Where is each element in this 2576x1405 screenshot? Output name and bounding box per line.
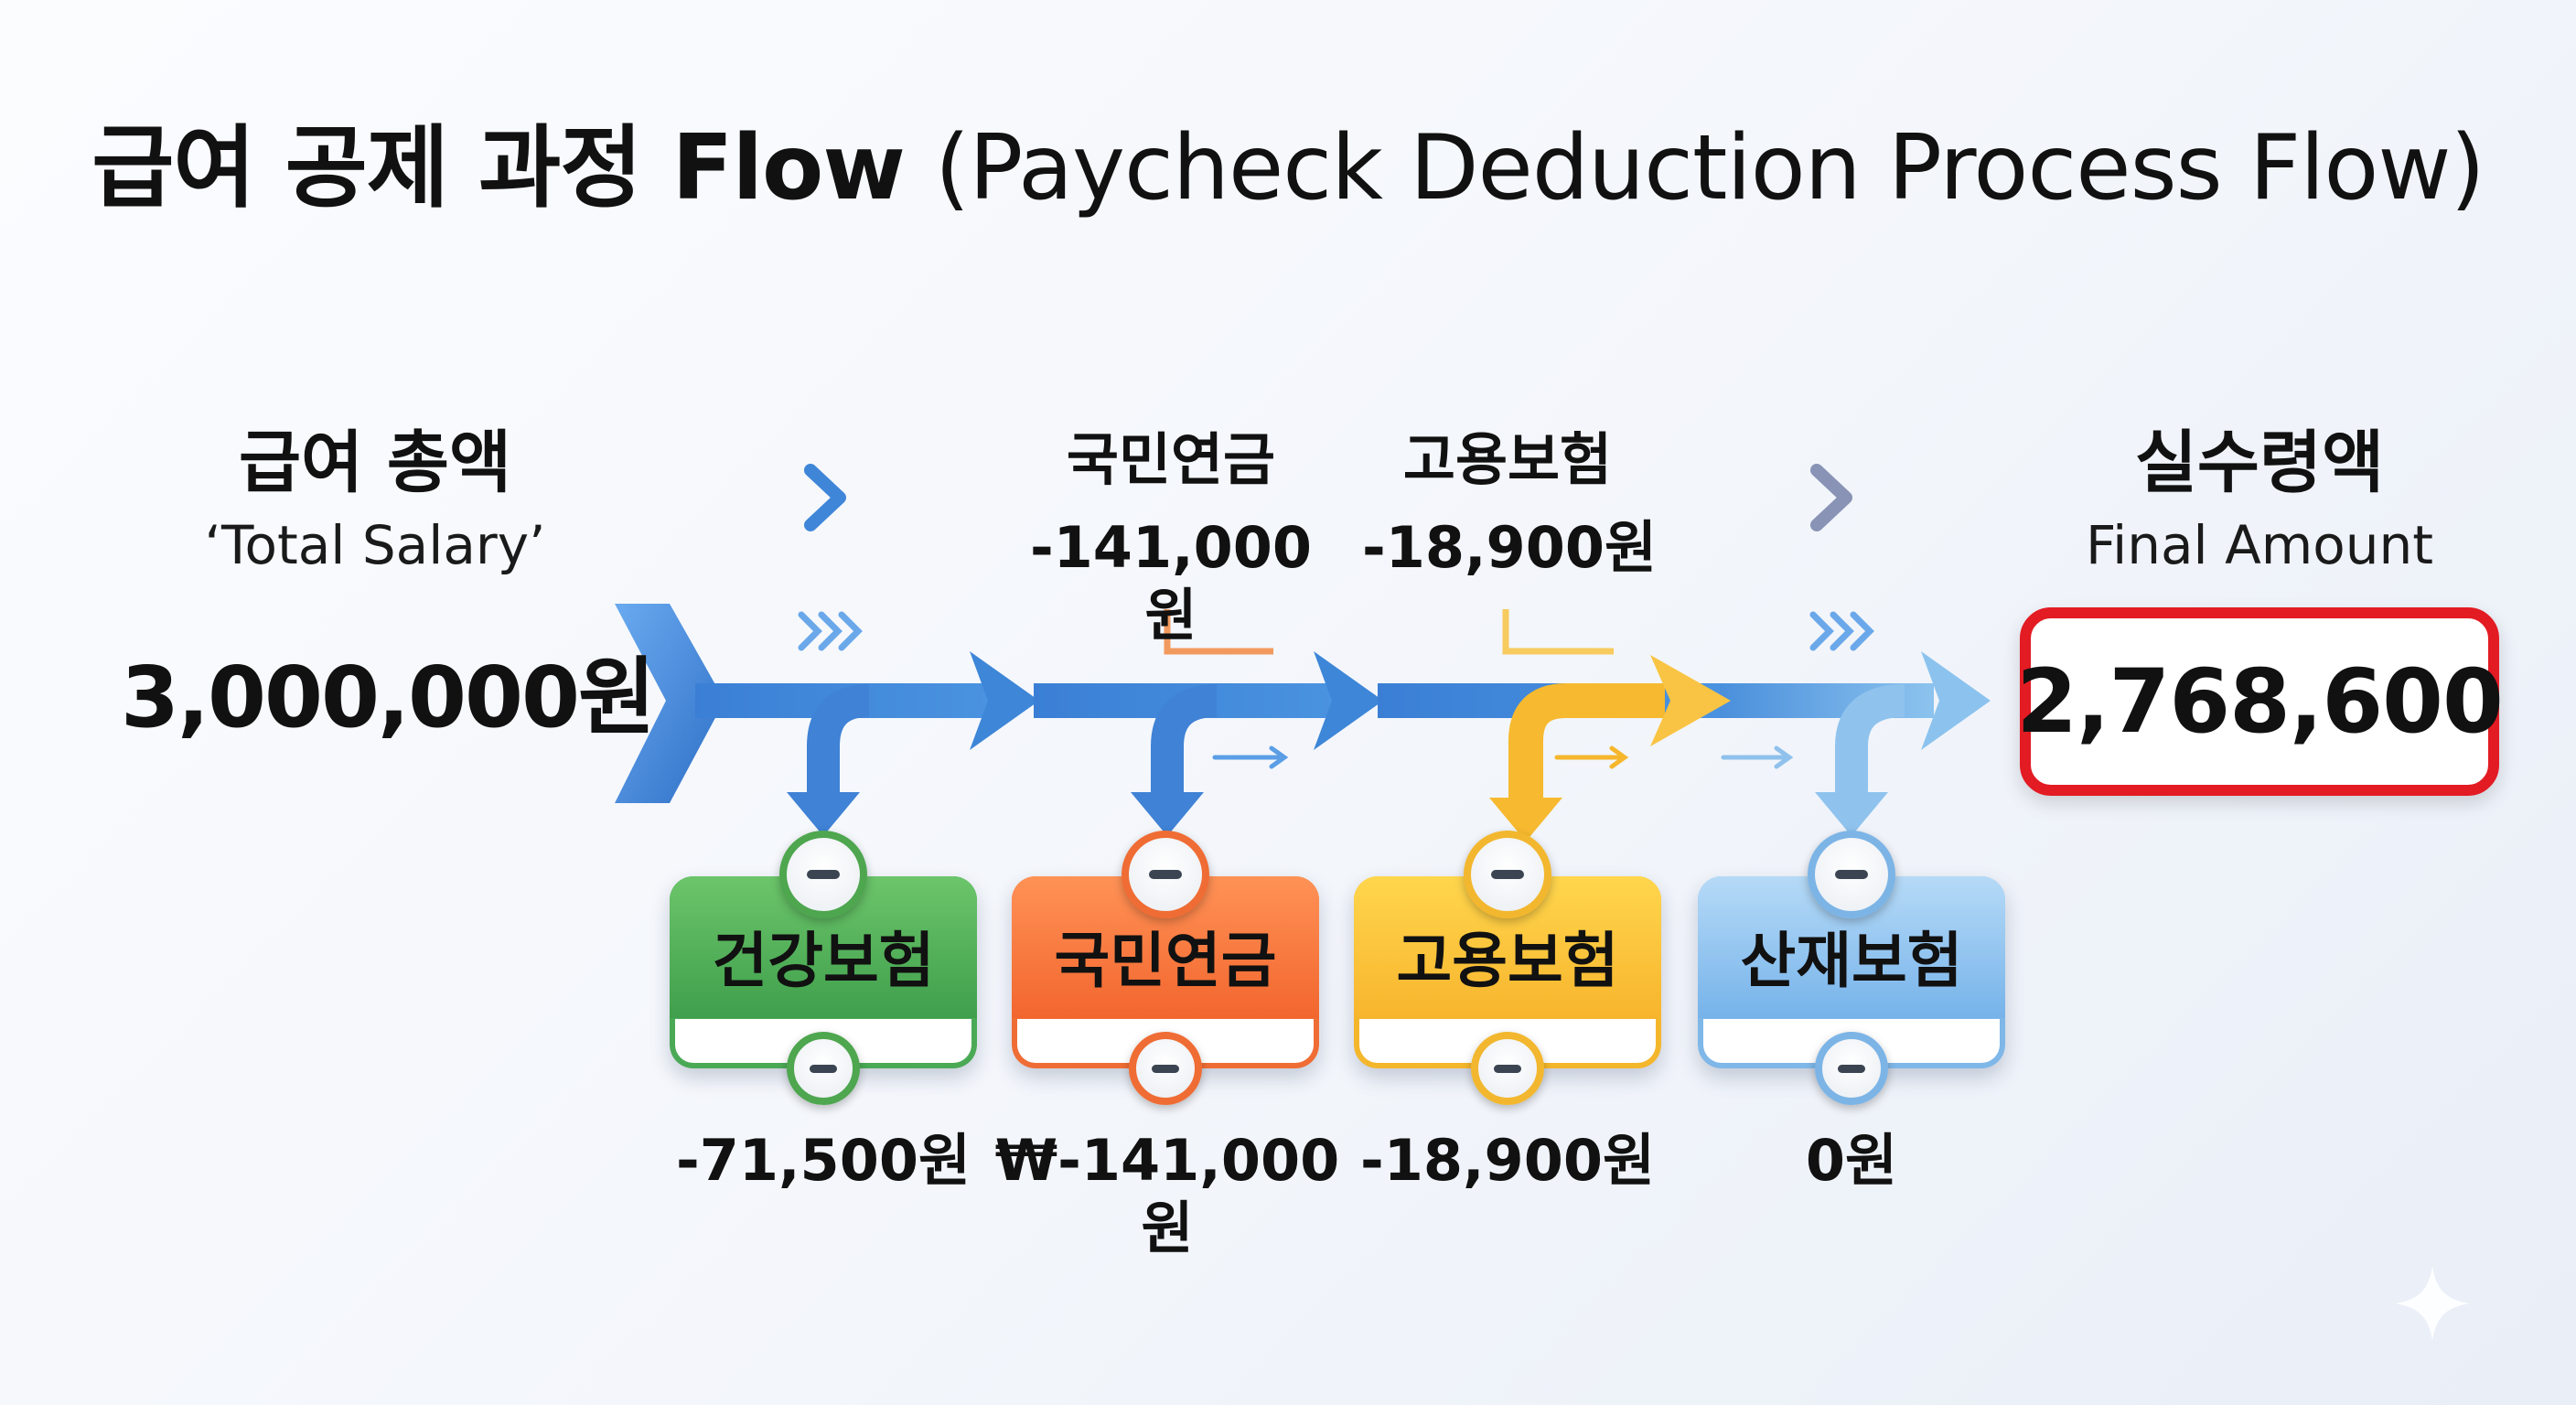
yellow-bracket-mark <box>1502 609 1614 655</box>
card-value-national-pension: ₩-141,000원 <box>994 1127 1340 1262</box>
title-korean: 급여 공제 과정 Flow <box>91 116 906 220</box>
small-arrow-icon <box>1554 745 1629 769</box>
triple-chevron-icon <box>798 611 863 651</box>
top-deduction-name-2: 고용보험 <box>1402 426 1613 493</box>
green-branch-arrow <box>787 684 870 836</box>
page-title: 급여 공제 과정 Flow (Paycheck Deduction Proces… <box>0 117 2576 220</box>
top-deduction-value-2: -18,900원 <box>1361 514 1658 581</box>
start-label-english: ‘Total Salary’ <box>204 514 546 576</box>
start-chevron-icon <box>615 604 724 803</box>
minus-circle-icon <box>1471 1032 1544 1105</box>
card-label: 건강보험 <box>670 876 977 1018</box>
card-value-industrial-accident-insurance: 0원 <box>1805 1127 1898 1194</box>
minus-circle-icon <box>1808 831 1895 918</box>
chevron-right-icon <box>1810 464 1852 531</box>
minus-circle-icon <box>787 1032 860 1105</box>
orange-branch-arrow <box>1131 684 1218 836</box>
card-label: 고용보험 <box>1354 876 1661 1018</box>
top-deduction-name-1: 국민연금 <box>1066 426 1276 493</box>
title-english: (Paycheck Deduction Process Flow) <box>935 116 2485 220</box>
chevron-right-icon <box>804 464 846 531</box>
minus-circle-icon <box>1122 831 1209 918</box>
end-label-korean: 실수령액 <box>2134 424 2385 502</box>
yellow-flow-arrow <box>1489 655 1731 842</box>
end-label-english: Final Amount <box>2085 514 2434 576</box>
minus-circle-icon <box>1815 1032 1888 1105</box>
minus-circle-icon <box>779 831 867 918</box>
final-amount: 2,768,600 <box>2016 650 2504 753</box>
start-label-korean: 급여 총액 <box>238 424 512 502</box>
card-value-health-insurance: -71,500원 <box>675 1127 971 1194</box>
top-deduction-value-1: -141,000원 <box>1029 514 1313 649</box>
sparkle-icon <box>2395 1266 2470 1341</box>
small-arrow-icon <box>1212 745 1289 769</box>
triple-chevron-icon <box>1809 611 1874 651</box>
minus-circle-icon <box>1129 1032 1202 1105</box>
lightblue-branch-arrow <box>1815 684 1905 836</box>
start-amount: 3,000,000원 <box>121 649 656 746</box>
card-value-employment-insurance: -18,900원 <box>1359 1127 1656 1194</box>
orange-bracket-mark <box>1164 609 1273 655</box>
minus-circle-icon <box>1464 831 1551 918</box>
small-arrow-icon <box>1721 745 1794 769</box>
final-amount-box: 2,768,600 <box>2016 607 2504 796</box>
